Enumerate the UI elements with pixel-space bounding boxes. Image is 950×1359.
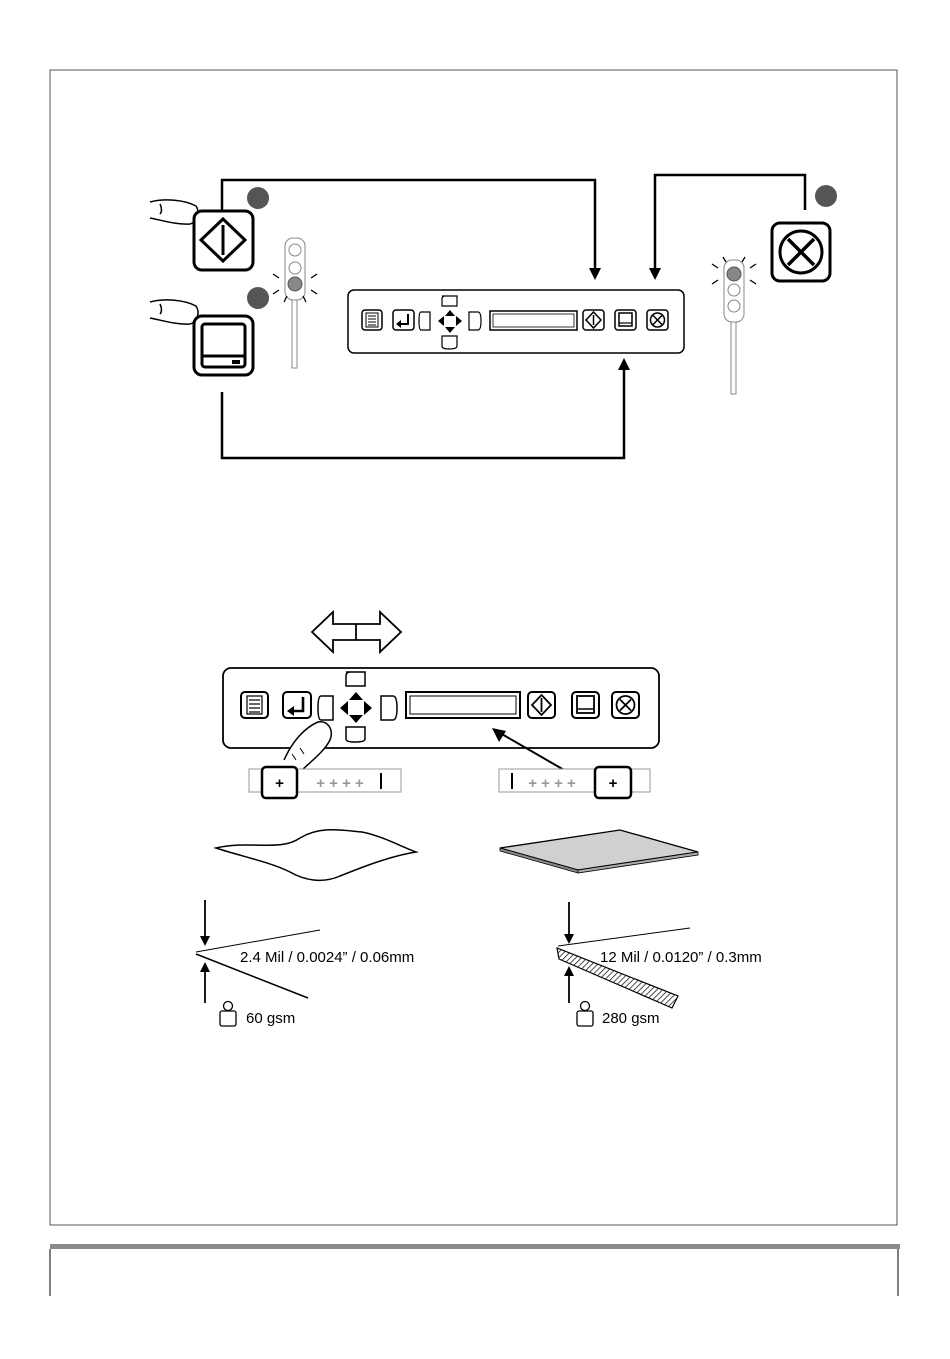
step-badge-2	[247, 287, 269, 309]
page-border	[50, 70, 897, 1225]
arrow-head-save	[618, 358, 630, 370]
start-button-large[interactable]	[194, 211, 253, 270]
scale-plus-label: +	[609, 775, 618, 792]
thick-sheet-icon	[500, 830, 698, 873]
scale-plus-label: +	[275, 775, 284, 792]
menu-button[interactable]	[362, 310, 382, 330]
traffic-light-left-icon	[273, 238, 317, 368]
weight-icon	[577, 1002, 593, 1027]
step-badge-3	[815, 185, 837, 207]
bottom-figure: + + + + + + + + + + 2.4 Mi	[196, 612, 762, 1027]
thick-sheet-thickness: 12 Mil / 0.0120” / 0.3mm	[600, 949, 762, 966]
top-figure	[150, 175, 837, 458]
thin-sheet-cross-section: 2.4 Mil / 0.0024” / 0.06mm 60 gsm	[196, 900, 414, 1027]
finger-icon	[150, 300, 198, 324]
scale-ticks-label: + + + +	[316, 775, 364, 792]
footer-rule	[50, 1244, 900, 1249]
save-button-large[interactable]	[194, 316, 253, 375]
stop-button-large[interactable]	[772, 223, 830, 281]
thin-sheet-thickness: 2.4 Mil / 0.0024” / 0.06mm	[240, 949, 414, 966]
traffic-light-right-icon	[712, 257, 756, 394]
arrow-head-stop	[649, 268, 661, 280]
start-button[interactable]	[583, 310, 604, 330]
thickness-scale-left: + + + + +	[249, 767, 401, 798]
control-panel-bottom	[223, 668, 659, 748]
start-button[interactable]	[528, 692, 555, 718]
enter-button[interactable]	[283, 692, 311, 718]
scale-ticks-label: + + + +	[528, 775, 576, 792]
thick-sheet-weight: 280 gsm	[602, 1010, 660, 1027]
arrow-head-start	[589, 268, 601, 280]
thin-sheet-weight: 60 gsm	[246, 1010, 295, 1027]
step-badge-1	[247, 187, 269, 209]
finger-icon	[150, 200, 198, 224]
thick-sheet-cross-section: 12 Mil / 0.0120” / 0.3mm 280 gsm	[557, 902, 762, 1027]
thickness-scale-right: + + + + +	[499, 767, 650, 798]
save-button[interactable]	[615, 310, 636, 330]
enter-button[interactable]	[393, 310, 414, 330]
control-panel-top	[348, 290, 684, 353]
save-button[interactable]	[572, 692, 599, 718]
thin-sheet-icon	[216, 830, 416, 881]
menu-button[interactable]	[241, 692, 268, 718]
stop-button[interactable]	[647, 310, 668, 330]
weight-icon	[220, 1002, 236, 1027]
stop-button[interactable]	[612, 692, 639, 718]
left-right-arrow-icon	[312, 612, 401, 652]
